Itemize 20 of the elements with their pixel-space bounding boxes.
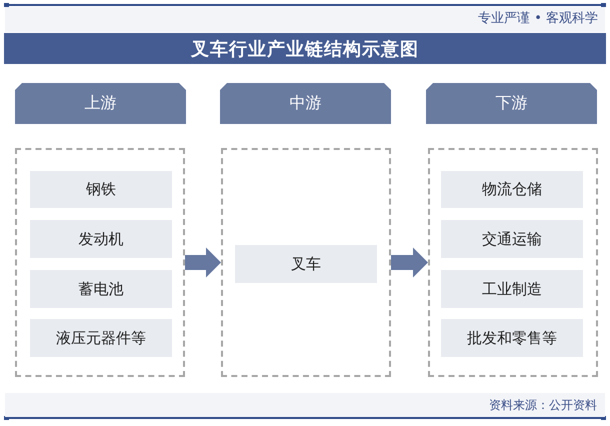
chain-item: 叉车 [235, 245, 377, 283]
stage-tab: 下游 [426, 83, 597, 124]
source-note: 资料来源：公开资料 [489, 397, 597, 413]
chain-item: 交通运输 [441, 220, 583, 258]
tagline: 专业严谨 • 客观科学 [478, 11, 598, 27]
dashed-group [15, 148, 185, 377]
stage-tab: 中游 [220, 83, 391, 124]
title-banner: 叉车行业产业链结构示意图 [4, 33, 606, 64]
arrow [391, 248, 428, 278]
chain-item: 批发和零售等 [441, 319, 583, 357]
chain-item: 发动机 [30, 220, 172, 258]
dashed-group [221, 148, 391, 377]
arrow [185, 248, 221, 278]
chain-item: 液压元器件等 [30, 319, 172, 357]
chain-item: 工业制造 [441, 270, 583, 308]
chain-item: 钢铁 [30, 171, 172, 208]
dashed-group [428, 148, 598, 377]
chain-item: 物流仓储 [441, 171, 583, 208]
stage-tab: 上游 [15, 83, 186, 124]
chain-item: 蓄电池 [30, 270, 172, 308]
